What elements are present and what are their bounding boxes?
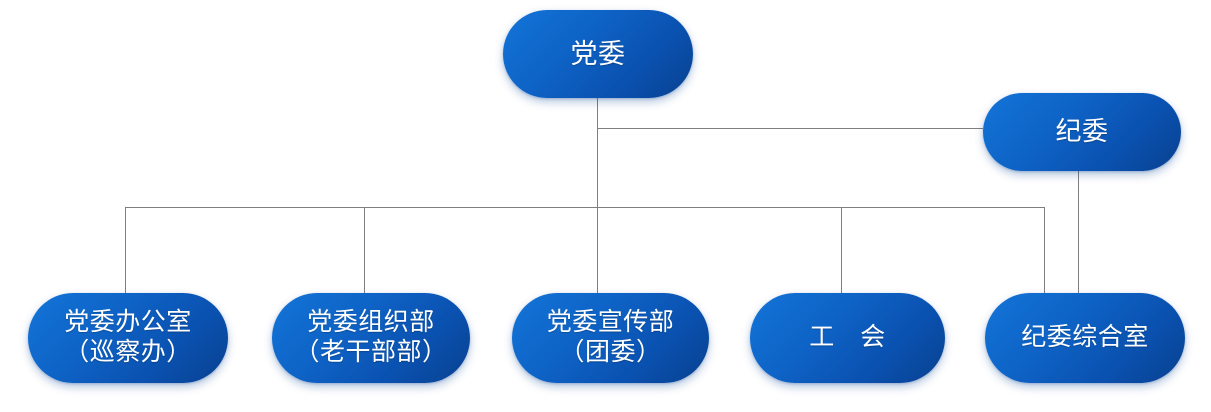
org-node-jiwei[interactable]: 纪委: [983, 93, 1181, 171]
org-node-dangwei-xuanchuanbu[interactable]: 党委宣传部 （团委）: [512, 293, 709, 383]
org-node-dangwei-zuzhibu-label: 党委组织部 （老干部部）: [294, 308, 448, 367]
org-node-gonghui-label: 工 会: [809, 323, 886, 351]
org-node-gonghui[interactable]: 工 会: [750, 293, 945, 383]
org-node-dangwei-zuzhibu[interactable]: 党委组织部 （老干部部）: [272, 293, 470, 383]
org-node-dangwei-bangongshi-label: 党委办公室 （巡察办）: [64, 308, 192, 367]
connector-root-to-jiwei: [597, 128, 983, 129]
org-node-jiwei-zongheshi[interactable]: 纪委综合室: [985, 293, 1185, 383]
connector-drop-jiwei-child: [1078, 171, 1079, 293]
org-node-dangwei[interactable]: 党委: [503, 10, 693, 98]
connector-drop-leaf-3: [841, 207, 842, 293]
org-node-jiwei-label: 纪委: [1055, 117, 1109, 147]
connector-drop-leaf-0: [125, 207, 126, 293]
connector-trunk-root-down: [597, 98, 598, 293]
connector-drop-leaf-1: [364, 207, 365, 293]
org-node-dangwei-xuanchuanbu-label: 党委宣传部 （团委）: [546, 308, 675, 367]
org-node-dangwei-bangongshi[interactable]: 党委办公室 （巡察办）: [28, 293, 228, 383]
org-node-dangwei-label: 党委: [570, 38, 626, 69]
connector-drop-leaf-4-bus: [1044, 207, 1045, 293]
org-node-jiwei-zongheshi-label: 纪委综合室: [1021, 323, 1149, 351]
connector-sibling-bus: [125, 207, 1044, 208]
